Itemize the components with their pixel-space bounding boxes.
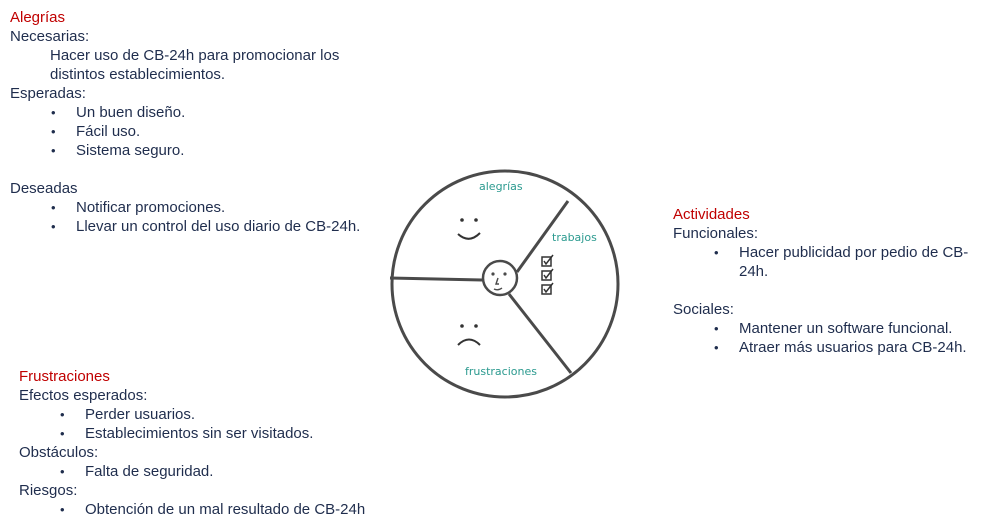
riesgos-label: Riesgos: bbox=[19, 482, 78, 499]
necesarias-label: Necesarias: bbox=[10, 28, 90, 45]
frown-icon bbox=[457, 324, 481, 346]
customer-profile-diagram: alegrías trabajos frustraciones bbox=[385, 168, 625, 408]
divider-upper-right bbox=[515, 200, 570, 273]
bullet-icon: • bbox=[51, 143, 56, 158]
esperadas-label: Esperadas: bbox=[10, 85, 86, 102]
list-item: •Perder usuarios. bbox=[60, 406, 196, 423]
bullet-icon: • bbox=[714, 245, 719, 260]
checklist-icon bbox=[541, 254, 554, 295]
bullet-icon: • bbox=[51, 124, 56, 139]
list-item: •Falta de seguridad. bbox=[60, 463, 214, 480]
list-item: •Establecimientos sin ser visitados. bbox=[60, 425, 314, 442]
actividades-section: Actividades Funcionales: • Hacer publici… bbox=[673, 205, 993, 357]
list-item: •Atraer más usuarios para CB-24h. bbox=[714, 339, 967, 356]
efectos-list: •Perder usuarios. •Establecimientos sin … bbox=[19, 405, 399, 443]
divider-left bbox=[389, 276, 483, 282]
list-item: •Mantener un software funcional. bbox=[714, 320, 953, 337]
customer-profile-circle: alegrías trabajos frustraciones bbox=[389, 169, 620, 399]
bullet-icon: • bbox=[714, 340, 719, 355]
deseadas-label: Deseadas bbox=[10, 180, 78, 197]
sociales-list: •Mantener un software funcional. •Atraer… bbox=[673, 319, 993, 357]
bullet-icon: • bbox=[60, 502, 65, 517]
bullet-icon: • bbox=[51, 200, 56, 215]
label-alegrias: alegrías bbox=[479, 180, 523, 193]
frustraciones-section: Frustraciones Efectos esperados: •Perder… bbox=[19, 367, 399, 519]
smiley-icon bbox=[457, 218, 481, 240]
list-item: •Notificar promociones. bbox=[51, 199, 226, 216]
obstaculos-label: Obstáculos: bbox=[19, 444, 99, 461]
sociales-label: Sociales: bbox=[673, 301, 734, 318]
deseadas-list: •Notificar promociones. •Llevar un contr… bbox=[10, 198, 390, 236]
bullet-icon: • bbox=[60, 426, 65, 441]
list-item: •Fácil uso. bbox=[51, 123, 141, 140]
divider-lower-right bbox=[507, 293, 573, 374]
frustraciones-title: Frustraciones bbox=[19, 368, 110, 385]
necesarias-line-2: distintos establecimientos. bbox=[50, 66, 226, 83]
bullet-icon: • bbox=[60, 407, 65, 422]
list-item: •Sistema seguro. bbox=[51, 142, 185, 159]
list-item: • Hacer publicidad por pedio de CB- 24h. bbox=[714, 244, 969, 280]
list-item: •Obtención de un mal resultado de CB-24h bbox=[60, 501, 366, 518]
funcionales-label: Funcionales: bbox=[673, 225, 759, 242]
center-face-icon bbox=[481, 259, 519, 297]
list-item: •Un buen diseño. bbox=[51, 104, 186, 121]
riesgos-list: •Obtención de un mal resultado de CB-24h bbox=[19, 500, 399, 519]
necesarias-line-1: Hacer uso de CB-24h para promocionar los bbox=[50, 47, 340, 64]
alegrias-section: Alegrías Necesarias: Hacer uso de CB-24h… bbox=[10, 8, 390, 236]
obstaculos-list: •Falta de seguridad. bbox=[19, 462, 399, 481]
bullet-icon: • bbox=[60, 464, 65, 479]
label-frustraciones: frustraciones bbox=[465, 365, 537, 378]
list-item: •Llevar un control del uso diario de CB-… bbox=[51, 218, 361, 235]
outer-circle bbox=[390, 169, 620, 399]
bullet-icon: • bbox=[51, 219, 56, 234]
esperadas-list: •Un buen diseño. •Fácil uso. •Sistema se… bbox=[10, 103, 390, 160]
efectos-label: Efectos esperados: bbox=[19, 387, 148, 404]
funcionales-list: • Hacer publicidad por pedio de CB- 24h. bbox=[673, 243, 993, 281]
necesarias-text: Hacer uso de CB-24h para promocionar los… bbox=[10, 46, 390, 84]
label-trabajos: trabajos bbox=[552, 231, 597, 244]
bullet-icon: • bbox=[714, 321, 719, 336]
actividades-title: Actividades bbox=[673, 206, 750, 223]
bullet-icon: • bbox=[51, 105, 56, 120]
alegrias-title: Alegrías bbox=[10, 9, 66, 26]
